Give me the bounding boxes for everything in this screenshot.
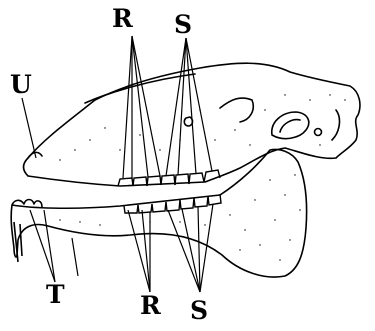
leader-upper-s-1 — [166, 38, 186, 176]
cheek-ridge — [220, 98, 253, 122]
orbit-inner — [280, 120, 300, 132]
label-t: T — [46, 282, 65, 307]
occipital-outline — [332, 110, 339, 140]
leader-t-1 — [30, 210, 55, 282]
leader-t-2 — [72, 238, 78, 276]
label-upper-s: S — [174, 12, 192, 37]
leader-lines — [22, 36, 213, 292]
leader-lower-s-1 — [168, 210, 200, 292]
label-lower-r: R — [140, 293, 161, 318]
orbit — [272, 112, 309, 139]
label-lower-s: S — [190, 298, 208, 323]
label-u: U — [10, 72, 32, 97]
ear-opening — [315, 129, 322, 136]
leader-lower-r-1 — [128, 210, 150, 292]
leader-u — [22, 98, 36, 158]
leader-upper-r-1 — [123, 36, 132, 178]
label-upper-r: R — [112, 6, 133, 31]
